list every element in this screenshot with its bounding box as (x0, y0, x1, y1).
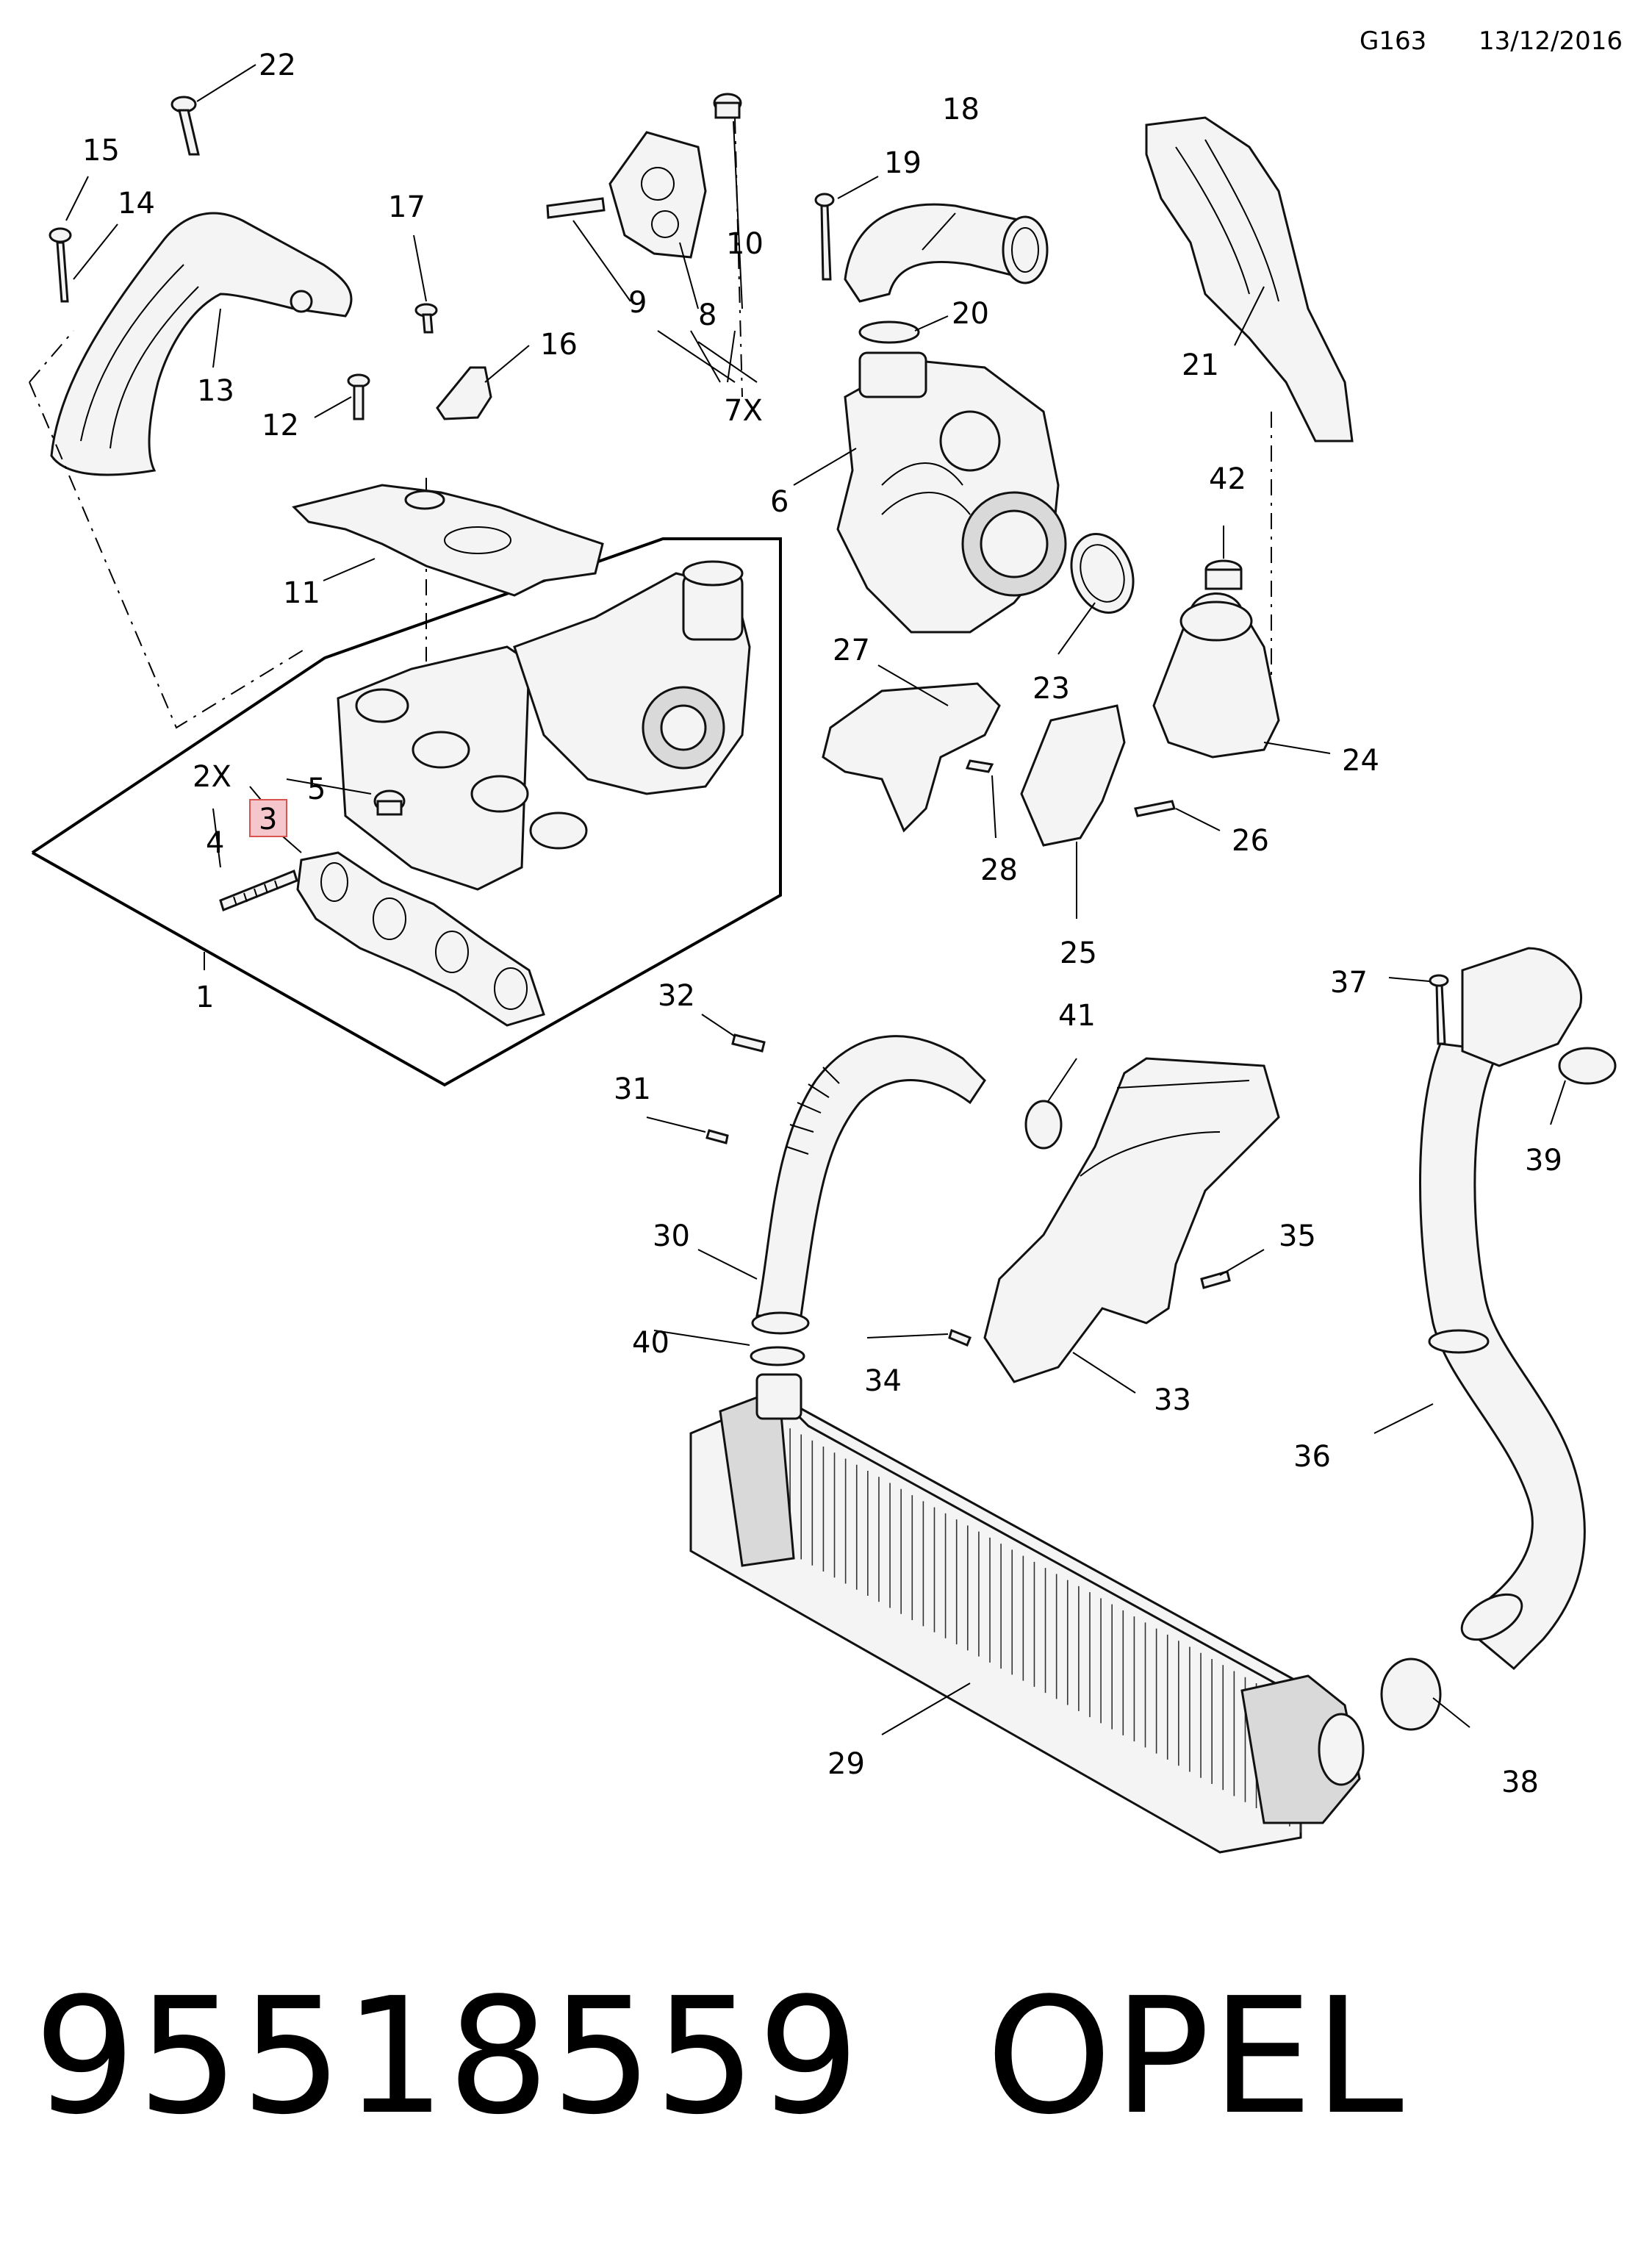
callout-19: 19 (884, 146, 922, 180)
oring-41 (1024, 1100, 1063, 1150)
callout-20: 20 (952, 297, 989, 331)
pipe-oring-20 (858, 320, 920, 344)
brand-name: OPEL (985, 1964, 1405, 2150)
callout-25: 25 (1060, 936, 1097, 970)
turbo-clamp (1070, 533, 1135, 614)
callout-15: 15 (82, 134, 120, 168)
bolt-17 (414, 303, 438, 334)
callout-1: 1 (195, 981, 214, 1014)
air-duct-33 (983, 1057, 1280, 1383)
turbo-gasket (608, 131, 707, 259)
oring-39 (1558, 1047, 1617, 1085)
bolt-34 (948, 1328, 972, 1347)
turbo-stud (546, 197, 606, 219)
callout-11: 11 (283, 576, 320, 610)
turbocharger (836, 351, 1067, 634)
heat-shield-small (436, 366, 492, 420)
bolt-31 (705, 1129, 729, 1144)
callout-36: 36 (1293, 1440, 1331, 1474)
callout-30: 30 (653, 1219, 690, 1253)
callout-28: 28 (980, 853, 1018, 887)
callout-24: 24 (1342, 744, 1379, 778)
callout-6: 6 (770, 485, 789, 519)
callout-13: 13 (197, 374, 234, 408)
callout-23: 23 (1032, 672, 1070, 706)
callout-21: 21 (1182, 348, 1219, 382)
heat-shield-upper (292, 484, 604, 597)
callout-22: 22 (259, 49, 296, 82)
highlight-box (249, 799, 287, 837)
oring-40 (750, 1346, 805, 1366)
turbo-inlet-pipe (844, 203, 1049, 303)
heat-shield-lower (50, 212, 353, 476)
bolt-35 (1200, 1270, 1231, 1289)
oring-38 (1380, 1658, 1442, 1731)
bolt-28 (965, 759, 994, 773)
callout-37: 37 (1330, 966, 1368, 1000)
bolt-37 (1429, 974, 1449, 1045)
turbo-heat-shield (1145, 116, 1354, 442)
callout-8: 8 (698, 298, 717, 332)
bolt-22 (170, 96, 200, 156)
callout-2x: 2X (193, 760, 231, 794)
pipe-bolt-19 (814, 193, 835, 281)
bolt-26 (1134, 800, 1176, 817)
outlet-elbow (1152, 592, 1280, 759)
stud-bolt (219, 870, 298, 911)
callout-4: 4 (206, 826, 224, 860)
callout-9: 9 (628, 286, 647, 320)
charge-hose-30 (751, 1035, 986, 1335)
callout-18: 18 (942, 93, 980, 126)
turbo-manifold-assembly (337, 560, 751, 891)
manifold-gasket (296, 851, 545, 1027)
callout-10: 10 (726, 227, 764, 261)
callout-5: 5 (307, 773, 326, 806)
callout-12: 12 (262, 409, 299, 442)
callout-27: 27 (833, 634, 870, 667)
callout-7x: 7X (724, 394, 763, 428)
leader-lines (65, 64, 1566, 1735)
callout-29: 29 (827, 1747, 865, 1781)
callout-3: 3 (259, 803, 277, 836)
callout-14: 14 (118, 187, 155, 221)
callout-42: 42 (1209, 462, 1246, 496)
hose-stub (755, 1373, 802, 1420)
callout-41: 41 (1058, 999, 1096, 1033)
callout-32: 32 (658, 979, 695, 1013)
callout-26: 26 (1232, 824, 1269, 858)
callout-labels: 22 15 14 13 17 16 12 11 9 8 10 7X 6 18 1… (82, 49, 1562, 1799)
bolt-12 (347, 373, 370, 420)
turbo-nut-10 (713, 93, 742, 119)
part-number: 95518559 (34, 1964, 861, 2150)
callout-38: 38 (1501, 1766, 1539, 1799)
bracket-27 (822, 682, 1001, 833)
callout-17: 17 (388, 190, 425, 224)
callout-39: 39 (1525, 1144, 1562, 1178)
charge-hose-36 (1419, 947, 1586, 1671)
bolt-32 (731, 1033, 766, 1053)
callout-33: 33 (1154, 1383, 1191, 1417)
diagram-code: G163 (1360, 26, 1427, 56)
cap-42 (1204, 559, 1243, 590)
bolt-14 (49, 227, 72, 303)
diagram-date: 13/12/2016 (1479, 26, 1623, 56)
intercooler (689, 1387, 1365, 1854)
callout-40: 40 (632, 1326, 669, 1360)
kit-frame (31, 537, 782, 1087)
manifold-nut (373, 789, 406, 816)
callout-34: 34 (864, 1364, 902, 1398)
callout-16: 16 (540, 328, 578, 362)
callout-35: 35 (1279, 1219, 1316, 1253)
bracket-25 (1020, 704, 1126, 847)
callout-31: 31 (614, 1072, 651, 1106)
